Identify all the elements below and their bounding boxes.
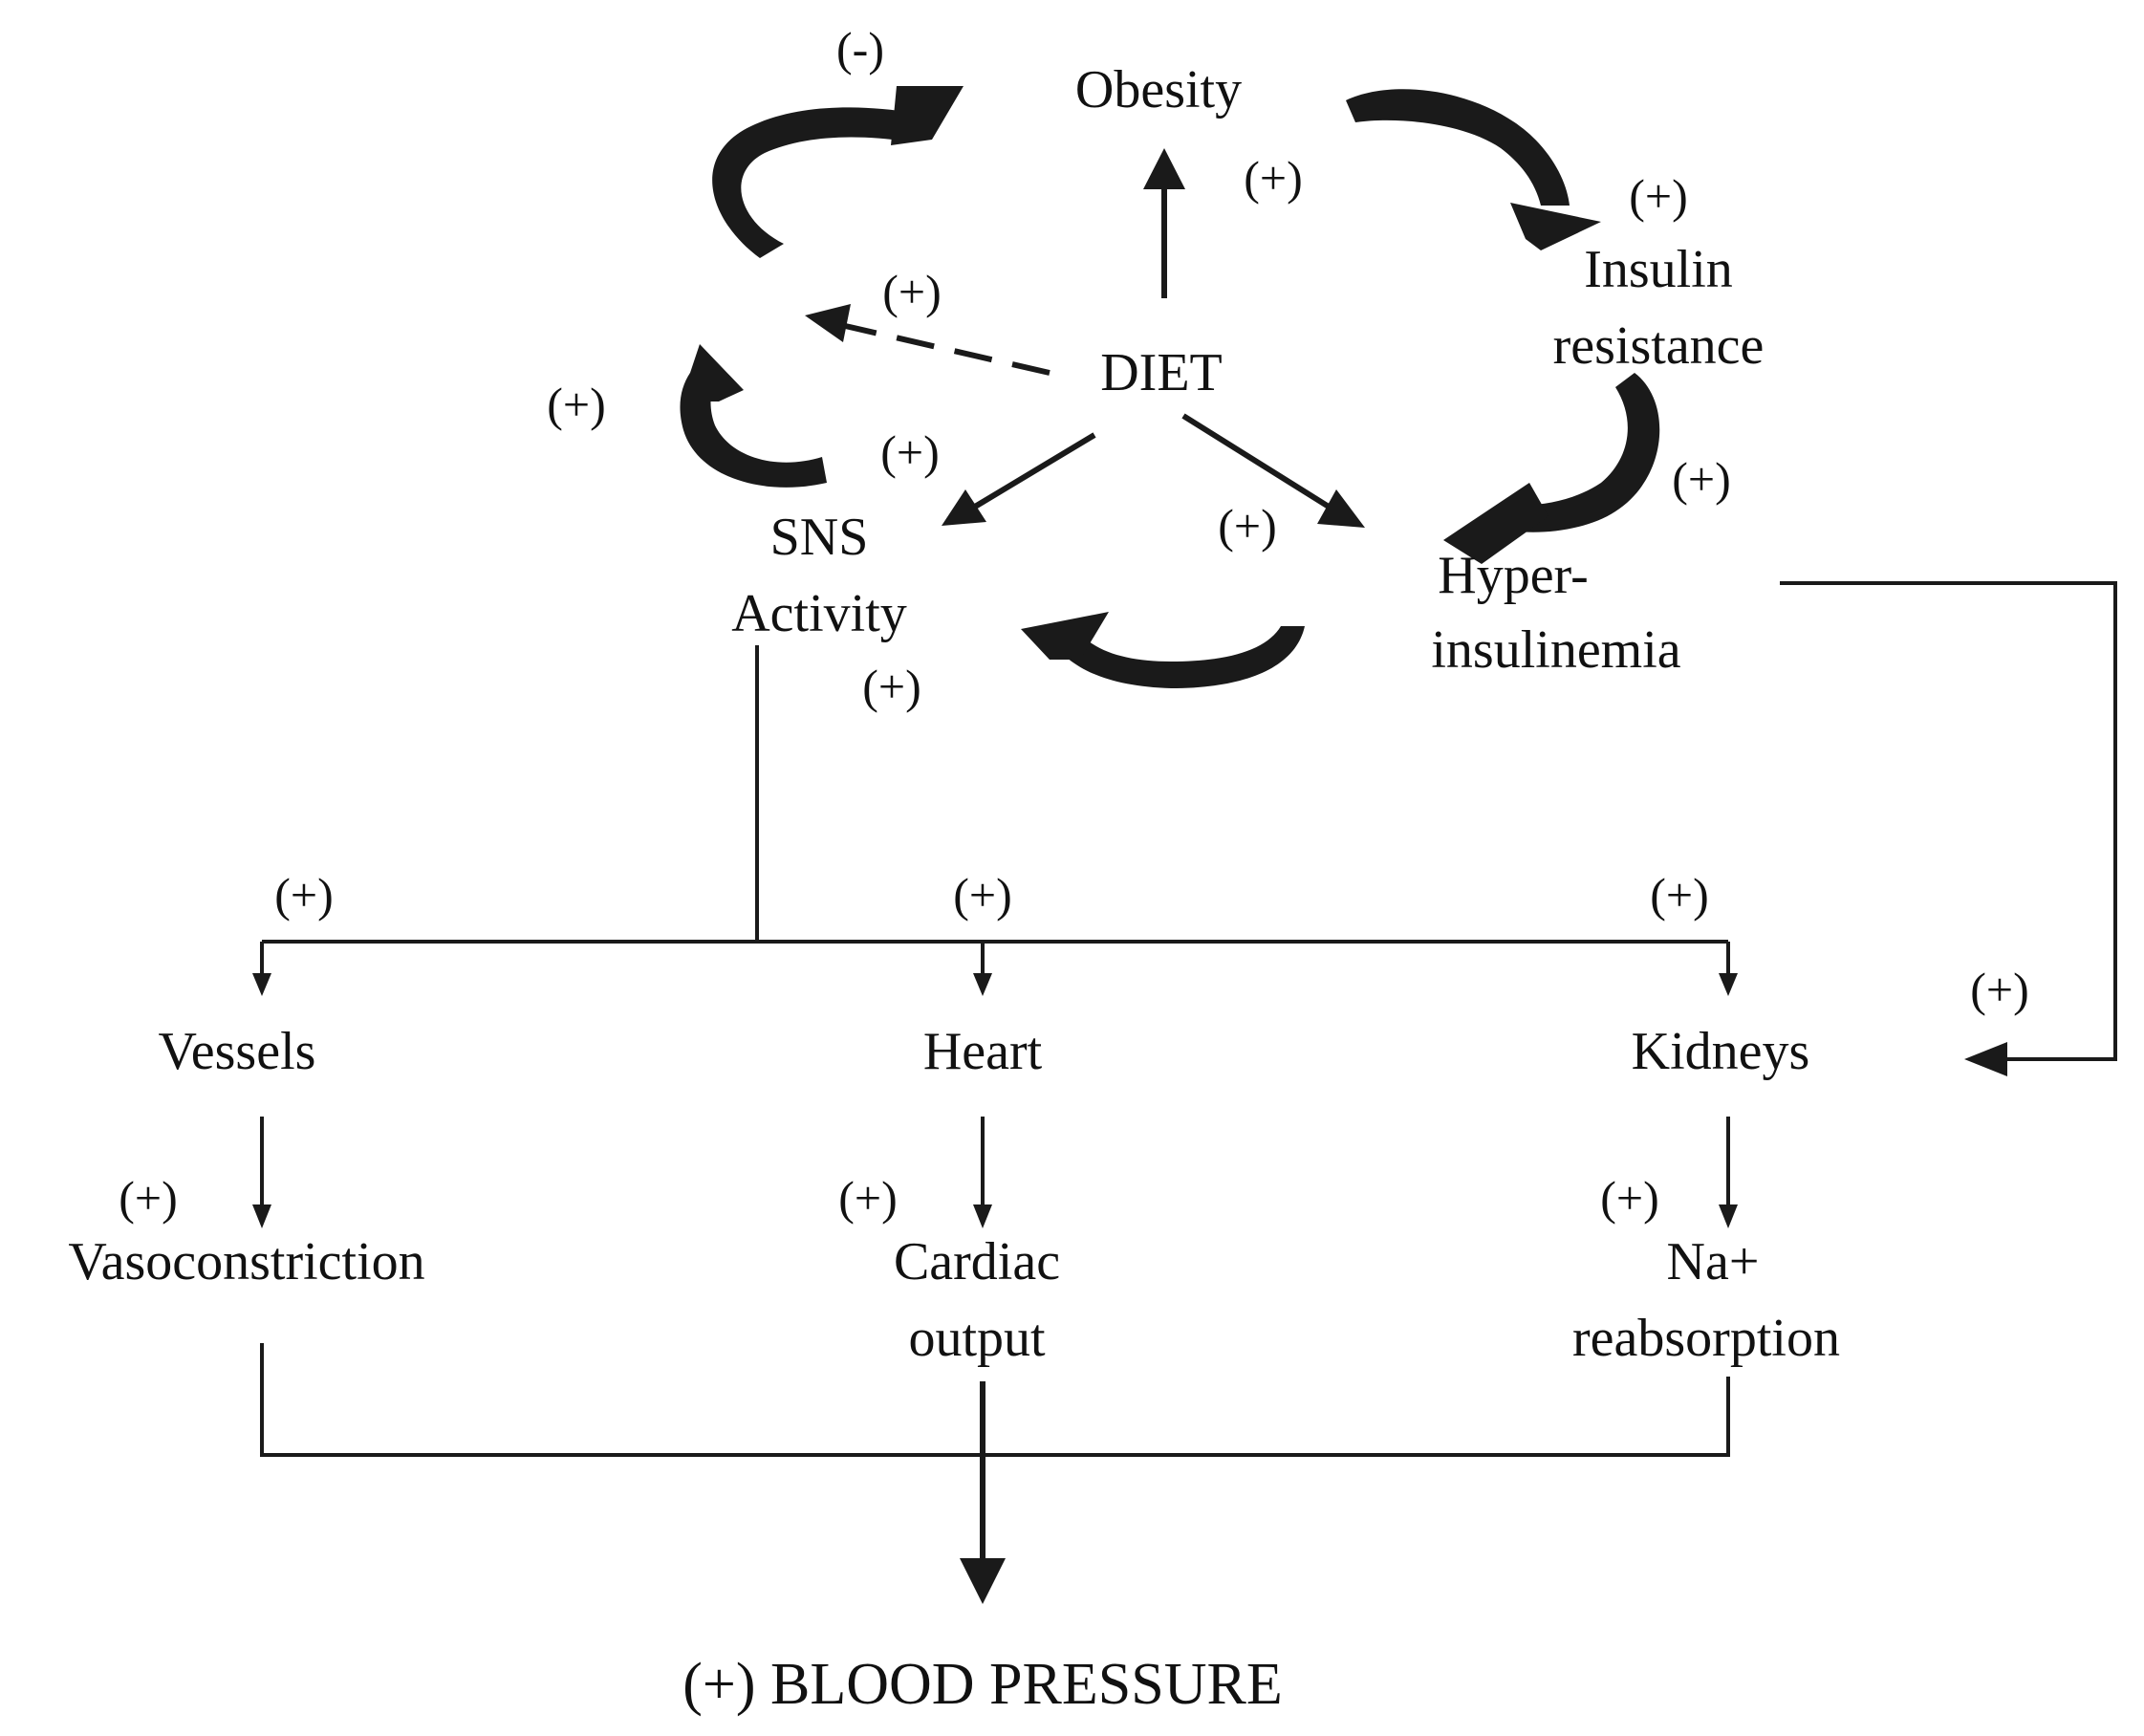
arrow-heart-to-cardiac-output bbox=[973, 1117, 992, 1228]
sign-to-vessels: (+) bbox=[274, 868, 334, 922]
sign-vaso: (+) bbox=[119, 1171, 178, 1225]
sign-top-loop: (-) bbox=[836, 22, 884, 76]
node-insulin-resistance-line2: resistance bbox=[1553, 316, 1765, 376]
sign-bottom-loop: (+) bbox=[862, 660, 921, 713]
sign-diet-obesity: (+) bbox=[1244, 151, 1303, 205]
curved-arrow-left bbox=[680, 344, 827, 488]
sign-na: (+) bbox=[1600, 1171, 1659, 1225]
sign-to-heart: (+) bbox=[953, 868, 1012, 922]
sign-diet-hyper: (+) bbox=[1218, 499, 1277, 553]
sign-diet-dashed: (+) bbox=[882, 265, 942, 318]
sign-insulin-hyper: (+) bbox=[1672, 452, 1731, 506]
sign-diet-sns: (+) bbox=[880, 425, 940, 479]
node-hyperinsulinemia-line2: insulinemia bbox=[1431, 620, 1680, 680]
sign-to-kidneys: (+) bbox=[1650, 868, 1709, 922]
sign-hyper-kidneys: (+) bbox=[1970, 963, 2029, 1016]
node-kidneys: Kidneys bbox=[1632, 1022, 1810, 1081]
node-na-reabsorption-line2: reabsorption bbox=[1572, 1309, 1840, 1368]
arrow-kidneys-to-na-reabsorption bbox=[1719, 1117, 1738, 1228]
node-diet: DIET bbox=[1100, 343, 1223, 402]
node-blood-pressure: (+) BLOOD PRESSURE bbox=[682, 1652, 1282, 1717]
sign-cardiac: (+) bbox=[838, 1171, 898, 1225]
node-na-reabsorption-line1: Na+ bbox=[1667, 1232, 1760, 1291]
arrow-diet-to-sns bbox=[942, 432, 1096, 526]
node-cardiac-output-line1: Cardiac bbox=[894, 1232, 1060, 1291]
curved-arrow-bottom bbox=[1021, 612, 1305, 688]
arrow-diet-to-sns-dashed bbox=[805, 304, 1050, 376]
curved-arrow-top-left bbox=[712, 86, 964, 259]
arrow-diet-to-obesity bbox=[1143, 148, 1185, 298]
sign-obesity-insulin: (+) bbox=[1629, 169, 1688, 223]
arrow-vessels-to-vasoconstriction bbox=[252, 1117, 271, 1228]
node-vessels: Vessels bbox=[159, 1022, 316, 1081]
node-sns-line2: Activity bbox=[731, 584, 907, 643]
arrow-effects-to-blood-pressure bbox=[260, 1343, 1730, 1604]
node-obesity: Obesity bbox=[1075, 60, 1242, 119]
curved-arrow-right bbox=[1443, 373, 1660, 564]
arrow-diet-to-hyperinsulinemia bbox=[1181, 413, 1365, 528]
sign-left-loop: (+) bbox=[547, 378, 606, 431]
node-heart: Heart bbox=[923, 1022, 1043, 1081]
node-vasoconstriction: Vasoconstriction bbox=[68, 1232, 424, 1291]
sns-branch-lines bbox=[252, 645, 1738, 996]
curved-arrow-top-right bbox=[1346, 89, 1601, 250]
node-insulin-resistance-line1: Insulin bbox=[1584, 240, 1733, 299]
node-cardiac-output-line2: output bbox=[908, 1309, 1046, 1368]
node-hyperinsulinemia-line1: Hyper- bbox=[1438, 546, 1588, 605]
node-sns-line1: SNS bbox=[770, 508, 869, 567]
arrow-hyperinsulinemia-to-kidneys bbox=[1780, 581, 2117, 1076]
